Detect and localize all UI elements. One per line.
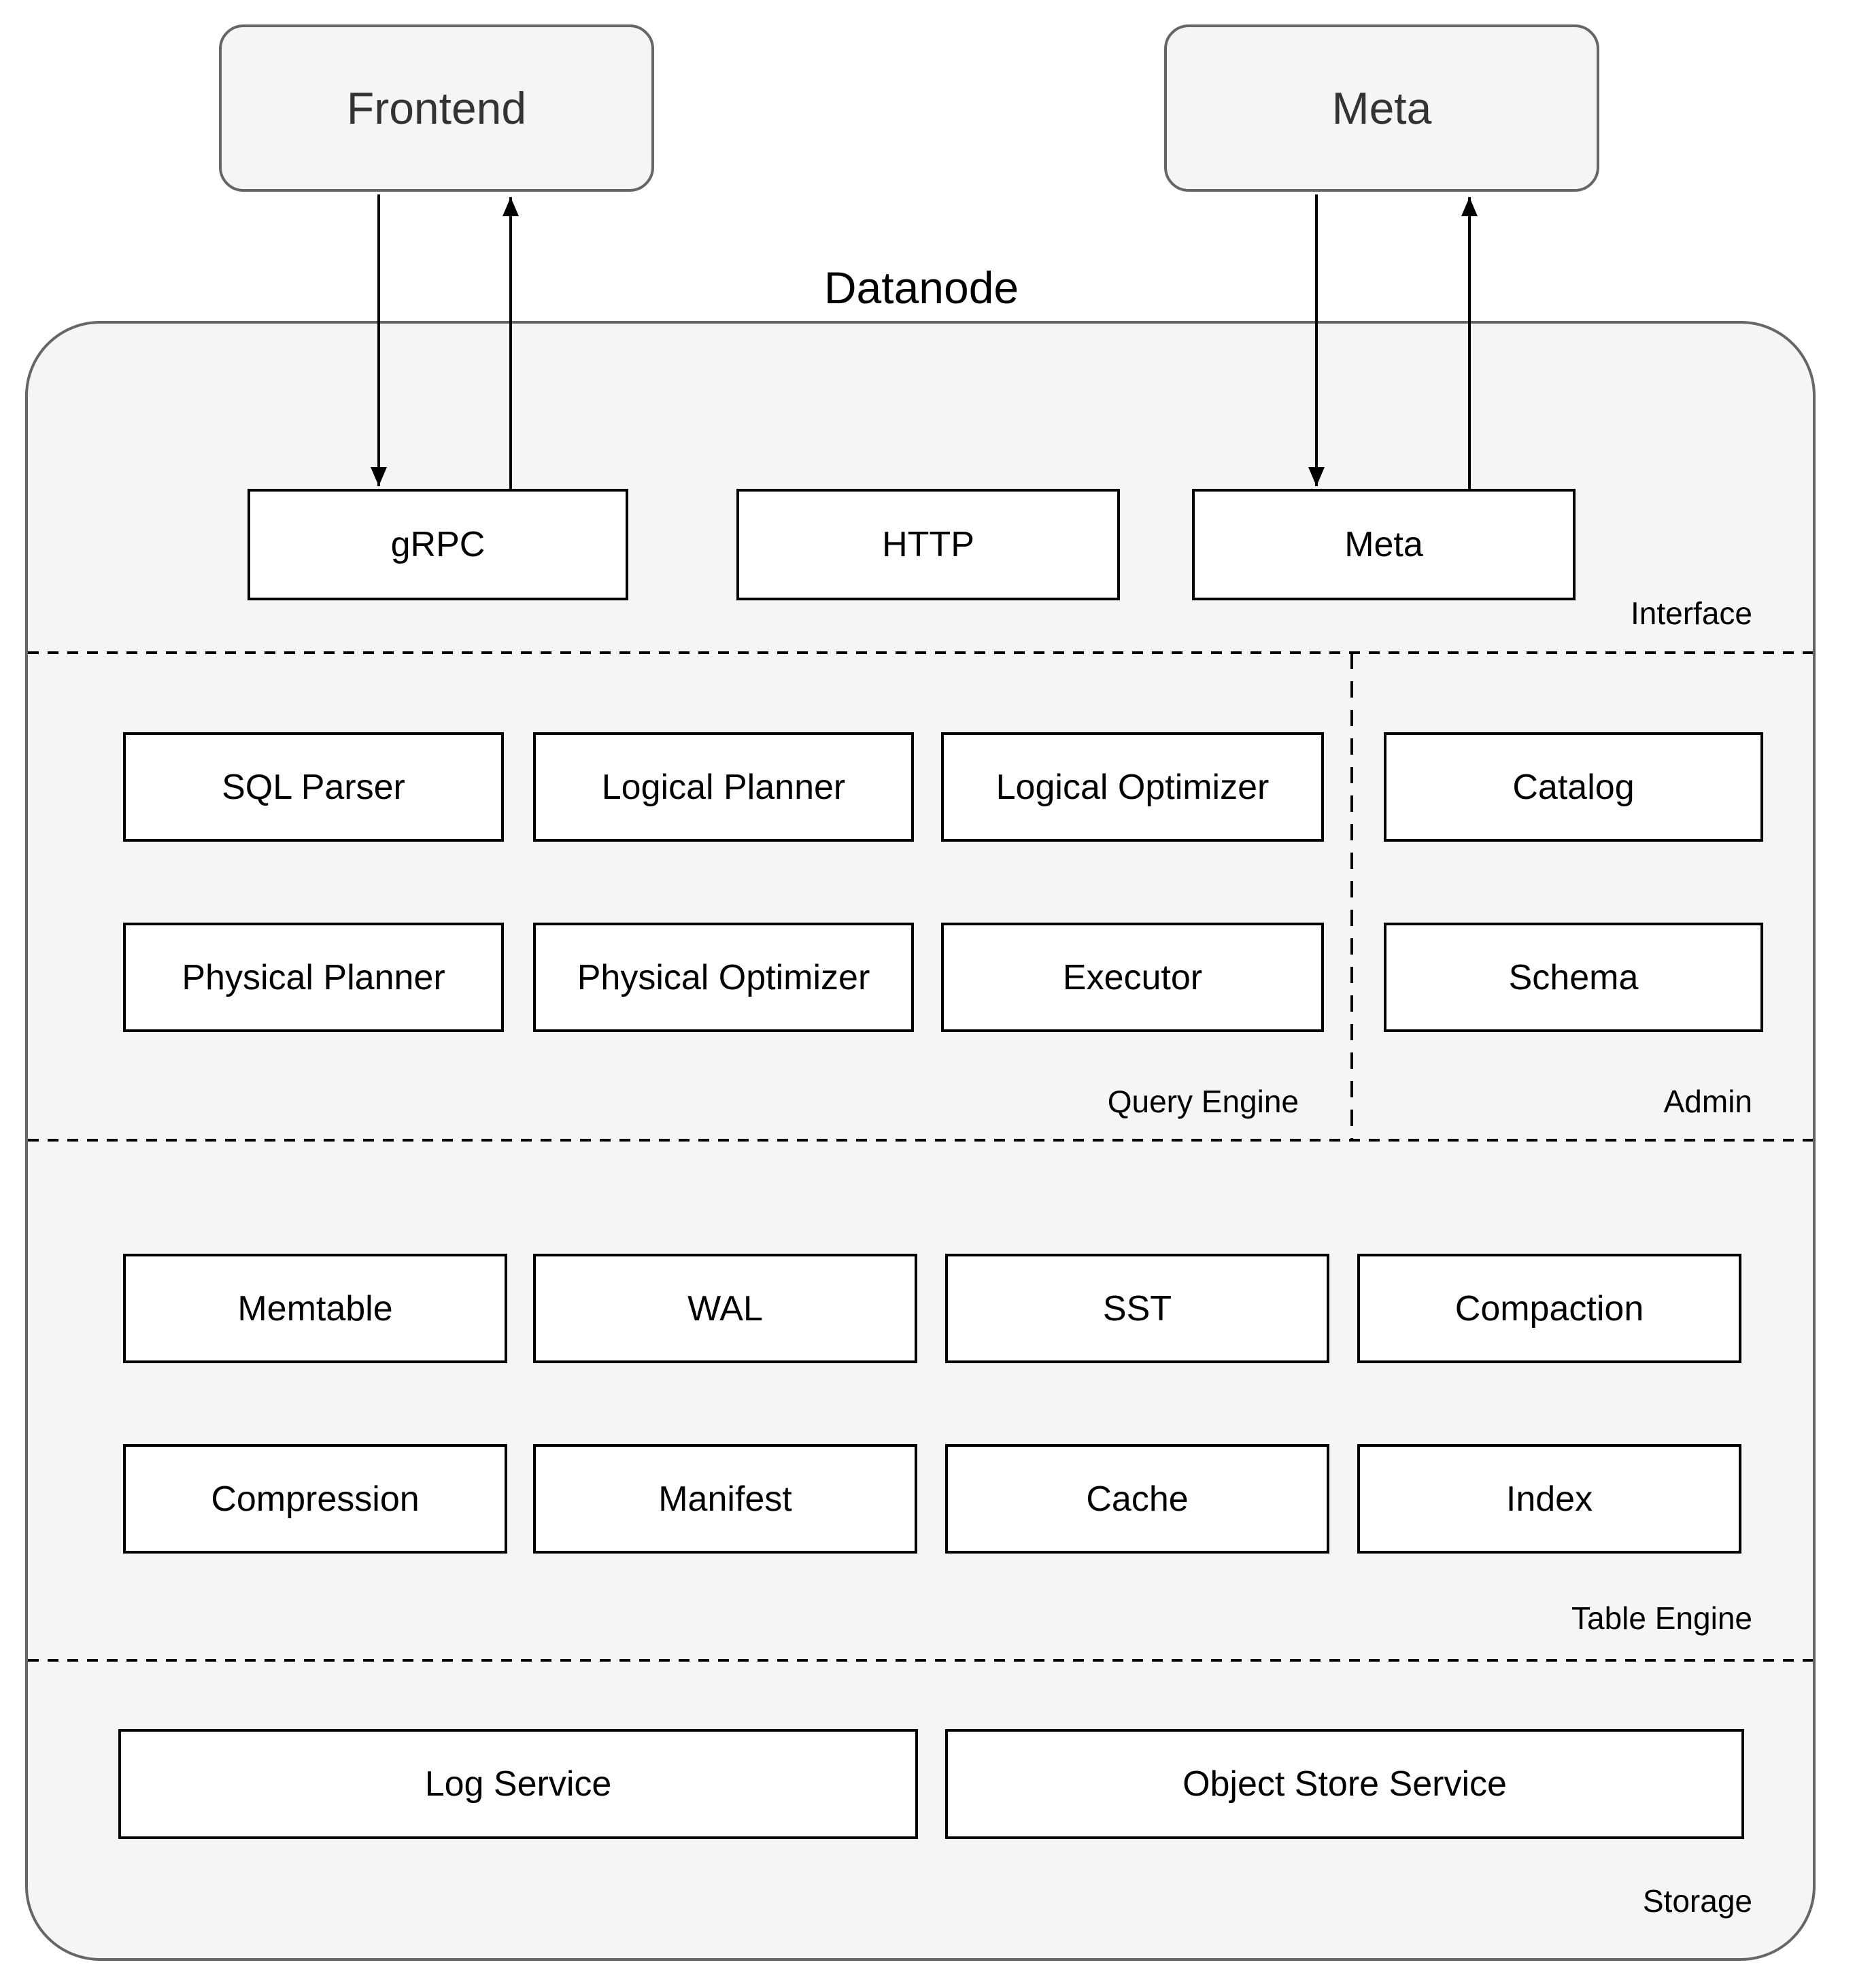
section-label-admin: Admin [1663, 1084, 1752, 1119]
node-compaction: Compaction [1357, 1254, 1741, 1363]
node-compression: Compression [123, 1444, 507, 1554]
node-wal: WAL [533, 1254, 917, 1363]
node-manifest: Manifest [533, 1444, 917, 1554]
node-physical-optimizer: Physical Optimizer [533, 923, 914, 1032]
node-sst: SST [945, 1254, 1329, 1363]
node-executor: Executor [941, 923, 1324, 1032]
section-label-query-engine: Query Engine [1107, 1084, 1299, 1119]
node-frontend-external: Frontend [219, 24, 654, 192]
node-log-service: Log Service [118, 1729, 918, 1839]
node-cache: Cache [945, 1444, 1329, 1554]
node-http: HTTP [736, 489, 1120, 600]
node-meta-external: Meta [1164, 24, 1599, 192]
diagram-title: Datanode [823, 262, 1019, 313]
node-catalog: Catalog [1384, 732, 1763, 842]
node-meta-interface: Meta [1192, 489, 1576, 600]
node-logical-planner: Logical Planner [533, 732, 914, 842]
node-grpc: gRPC [248, 489, 628, 600]
node-object-store-service: Object Store Service [945, 1729, 1744, 1839]
section-label-storage: Storage [1642, 1883, 1752, 1919]
node-schema: Schema [1384, 923, 1763, 1032]
section-label-table-engine: Table Engine [1571, 1600, 1752, 1636]
section-label-interface: Interface [1631, 596, 1752, 631]
node-index: Index [1357, 1444, 1741, 1554]
node-physical-planner: Physical Planner [123, 923, 504, 1032]
node-memtable: Memtable [123, 1254, 507, 1363]
node-logical-optimizer: Logical Optimizer [941, 732, 1324, 842]
node-sql-parser: SQL Parser [123, 732, 504, 842]
